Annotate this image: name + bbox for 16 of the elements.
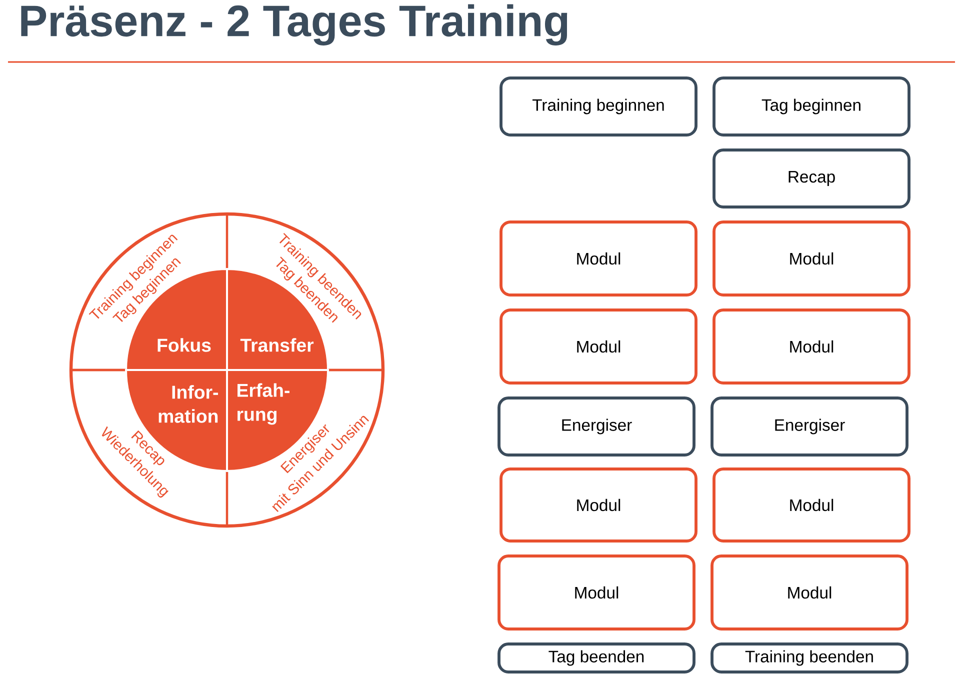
step-box: Training beenden [710, 642, 908, 674]
step-box: Modul [712, 468, 910, 542]
step-box: Modul [500, 308, 698, 384]
step-box: Modul [500, 220, 698, 296]
step-box: Energiser [498, 396, 696, 456]
title: Präsenz - 2 Tages Training [21, 4, 568, 46]
step-box: Modul [712, 308, 910, 384]
step-box: Modul [712, 220, 910, 296]
step-box: Recap [712, 148, 910, 208]
step-box: Energiser [710, 396, 908, 456]
step-box: Modul [498, 554, 696, 630]
step-box: Modul [500, 468, 698, 542]
step-box: Training beginnen [500, 76, 698, 136]
step-box: Modul [710, 554, 908, 630]
step-box: Tag beginnen [712, 76, 910, 136]
step-box: Tag beenden [498, 642, 696, 674]
